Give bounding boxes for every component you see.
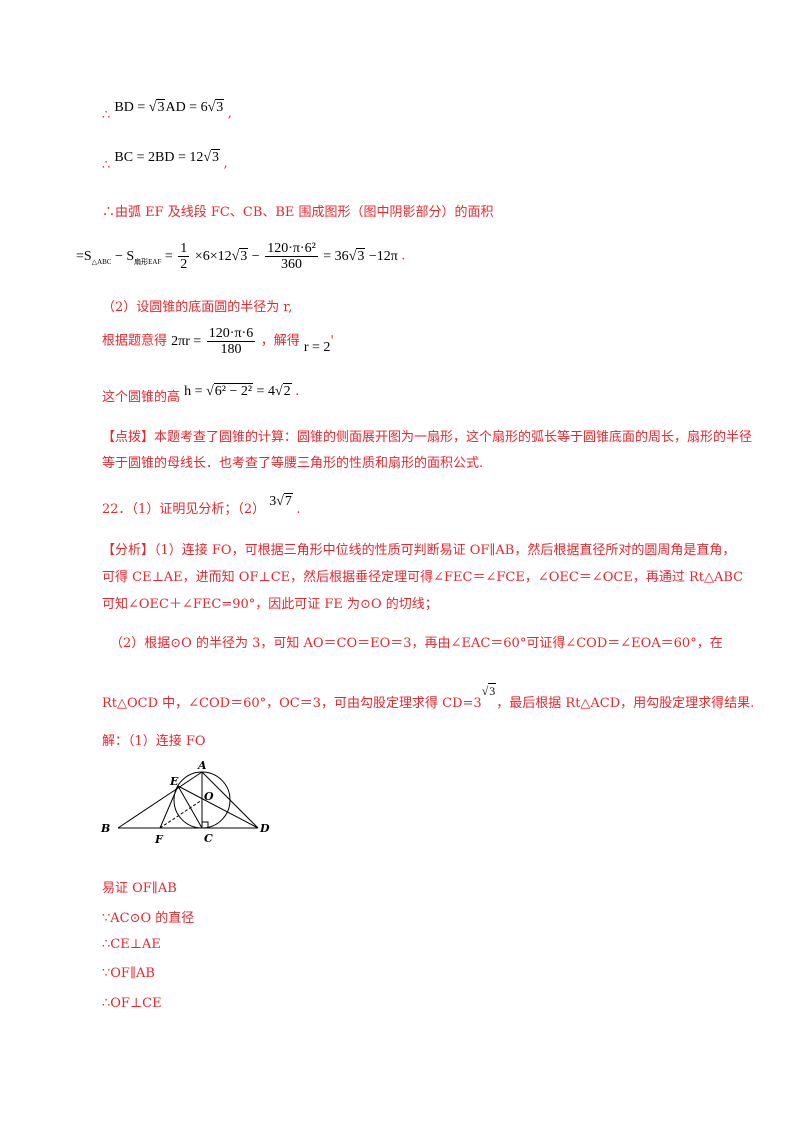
line-ba bbox=[117, 771, 203, 829]
line-q22-answer: 22．（1）证明见分析；（2） 3√7 . bbox=[102, 493, 301, 517]
line-ed bbox=[177, 785, 259, 829]
right-angle-mark bbox=[201, 821, 209, 829]
label-d: D bbox=[259, 822, 270, 835]
tip-paragraph: 【点拨】本题考查了圆锥的计算：圆锥的侧面展开图为一扇形，这个扇形的弧长等于圆锥底… bbox=[102, 430, 753, 471]
comma: , bbox=[227, 106, 232, 121]
line-ef bbox=[159, 785, 179, 829]
line-part2-intro: （2）设圆锥的底面圆的半径为 r, bbox=[102, 300, 293, 315]
line-area-statement: ∴由弧 EF 及线段 FC、CB、BE 围成图形（图中阴影部分）的面积 bbox=[102, 205, 494, 220]
label-e: E bbox=[169, 775, 179, 788]
label-f: F bbox=[154, 833, 164, 846]
line-ad bbox=[201, 771, 259, 829]
analysis-paragraph: 【分析】（1）连接 FO，可根据三角形中位线的性质可判断易证 OF∥AB，然后根… bbox=[102, 543, 744, 612]
proof-line-1: 易证 OF∥AB bbox=[102, 881, 177, 896]
proof-line-3: ∴CE⊥AE bbox=[102, 937, 161, 952]
comma: , bbox=[223, 156, 228, 171]
math-bd: BD = √3AD = 6√3 bbox=[114, 99, 225, 115]
analysis-part2: （2）根据⊙O 的半径为 3，可知 AO＝CO＝EO＝3，再由∠EAC＝60°可… bbox=[110, 636, 723, 651]
label-b: B bbox=[100, 822, 110, 835]
label-c: C bbox=[204, 832, 213, 845]
line-fo bbox=[159, 799, 203, 829]
line-bd: ∴ BD = √3AD = 6√3 , bbox=[102, 99, 232, 123]
proof-line-2: ∵AC⊙O 的直径 bbox=[102, 911, 195, 926]
label-a: A bbox=[197, 759, 207, 772]
line-cone-height: 这个圆锥的高 h = √6² − 2² = 4√2 . bbox=[102, 383, 300, 405]
proof-line-5: ∴OF⊥CE bbox=[102, 996, 162, 1011]
line-bc: ∴ BC = 2BD = 12√3 , bbox=[102, 149, 228, 173]
math-bc: BC = 2BD = 12√3 bbox=[114, 149, 221, 165]
geometry-figure: A E O B F C D bbox=[100, 759, 270, 846]
solution-intro: 解：（1）连接 FO bbox=[102, 734, 206, 749]
label-o: O bbox=[204, 790, 214, 803]
line-ec bbox=[177, 785, 203, 829]
analysis-part2-cont: Rt△OCD 中，∠COD＝60°，OC＝3，可由勾股定理求得 CD=3√3，最… bbox=[102, 683, 755, 711]
therefore-symbol: ∴ bbox=[102, 108, 111, 123]
therefore-symbol: ∴ bbox=[102, 158, 111, 173]
proof-line-4: ∵OF∥AB bbox=[102, 966, 155, 981]
